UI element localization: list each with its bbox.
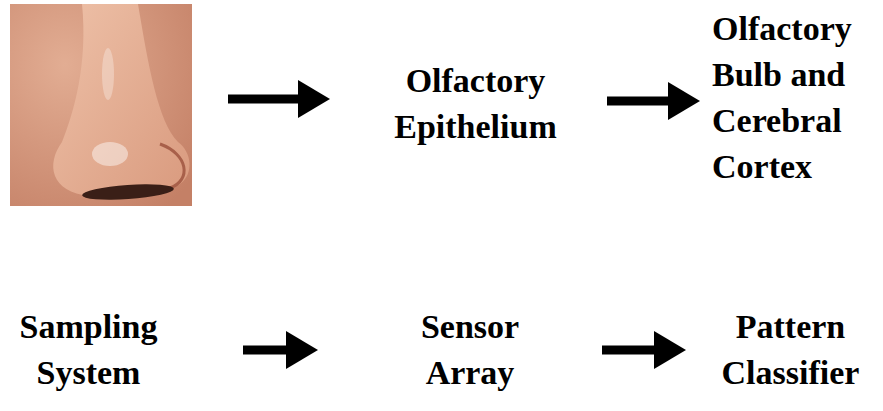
node-label: Sampling System <box>4 304 173 396</box>
tip-highlight <box>92 142 128 166</box>
nose-arrow <box>228 95 305 104</box>
nostril <box>82 182 175 202</box>
text-node: Olfactory Bulb and Cerebral Cortex <box>712 6 883 190</box>
nose-picture <box>10 4 192 206</box>
text-node: Sampling System <box>4 304 173 396</box>
bridge-highlight <box>102 48 114 100</box>
text-node: Pattern Classifier <box>701 304 880 396</box>
flow-arrow <box>607 97 675 106</box>
text-node: Olfactory Epithelium <box>381 58 570 150</box>
node-label: Pattern Classifier <box>701 304 880 396</box>
flow-arrow <box>602 346 661 355</box>
flow-arrow <box>243 346 293 355</box>
skin-ground <box>10 4 192 206</box>
nostril-crease <box>160 144 184 188</box>
node-label: Olfactory Bulb and Cerebral Cortex <box>712 6 883 190</box>
node-label: Sensor Array <box>378 304 562 396</box>
nose-shape <box>53 4 189 198</box>
text-node: Sensor Array <box>378 304 562 396</box>
node-label: Olfactory Epithelium <box>381 58 570 150</box>
